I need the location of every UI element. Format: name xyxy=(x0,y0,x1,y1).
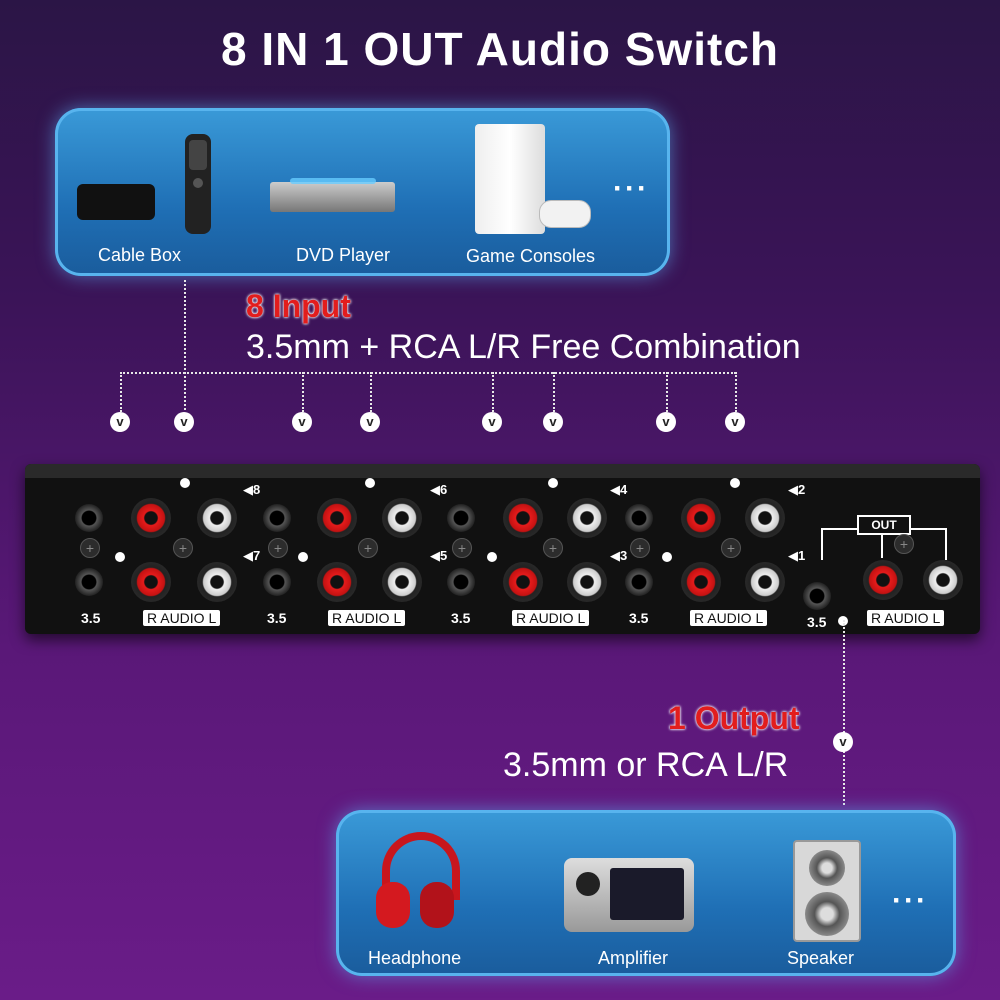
chevron-down-icon: v xyxy=(482,412,502,432)
speaker-label: Speaker xyxy=(787,948,855,968)
port-number-6: ◀6 xyxy=(430,482,448,497)
chevron-down-icon: v xyxy=(174,412,194,432)
jack-3-5mm-4 xyxy=(447,504,475,532)
screw-icon: + xyxy=(452,538,472,558)
port-number-2: ◀2 xyxy=(788,482,806,497)
rca-l-8 xyxy=(197,498,237,538)
screw-icon: + xyxy=(80,538,100,558)
input-combination-text: 3.5mm + RCA L/R Free Combination xyxy=(246,328,801,366)
more-outputs-ellipsis: ··· xyxy=(892,884,928,917)
more-inputs-ellipsis: ··· xyxy=(613,172,649,205)
game-consoles-label: Game Consoles xyxy=(466,246,596,266)
rca-l-7 xyxy=(197,562,237,602)
out-label: OUT xyxy=(857,515,911,535)
chevron-down-icon: v xyxy=(833,732,853,752)
jack-3-5mm-5 xyxy=(263,568,291,596)
input-bus-line xyxy=(120,372,736,374)
rca-l-3 xyxy=(567,562,607,602)
port-number-8: ◀8 xyxy=(243,482,261,497)
rca-label: R AUDIO L xyxy=(143,610,221,626)
chevron-down-icon: v xyxy=(656,412,676,432)
rca-l-2 xyxy=(745,498,785,538)
jack-label: 3.5 xyxy=(267,610,287,626)
rca-r-7 xyxy=(131,562,171,602)
rca-r-3 xyxy=(503,562,543,602)
speaker-image xyxy=(793,840,861,942)
screw-icon: + xyxy=(358,538,378,558)
rca-r-5 xyxy=(317,562,357,602)
output-jack-label: 3.5 xyxy=(807,614,827,630)
output-connector-line xyxy=(843,620,845,805)
input-count-headline: 8 Input xyxy=(246,288,351,324)
jack-label: 3.5 xyxy=(451,610,471,626)
jack-3-5mm-7 xyxy=(75,568,103,596)
output-devices-panel: Headphone Amplifier Speaker ··· xyxy=(336,810,956,976)
amplifier-label: Amplifier xyxy=(598,948,669,968)
rca-l-1 xyxy=(745,562,785,602)
dvd-player-label: DVD Player xyxy=(296,245,391,265)
port-number-7: ◀7 xyxy=(243,548,261,563)
game-console-image xyxy=(475,124,545,234)
rca-label: R AUDIO L xyxy=(512,610,590,626)
screw-icon: + xyxy=(630,538,650,558)
rca-l-4 xyxy=(567,498,607,538)
rca-label: R AUDIO L xyxy=(328,610,406,626)
chevron-down-icon: v xyxy=(110,412,130,432)
output-rca-l xyxy=(923,560,963,600)
audio-switch-device: + 3.5 + R AUDIO L ◀8 ◀7 + 3.5 + R AUDIO … xyxy=(25,464,980,634)
chevron-down-icon: v xyxy=(725,412,745,432)
input-devices-panel: Cable Box DVD Player Game Consoles ··· xyxy=(55,108,670,276)
output-rca-r xyxy=(863,560,903,600)
screw-icon: + xyxy=(721,538,741,558)
chevron-down-icon: v xyxy=(292,412,312,432)
headphone-image xyxy=(376,832,460,932)
rca-r-2 xyxy=(681,498,721,538)
jack-label: 3.5 xyxy=(81,610,101,626)
headphone-label: Headphone xyxy=(368,948,462,968)
output-count-headline: 1 Output xyxy=(668,700,800,736)
jack-3-5mm-3 xyxy=(447,568,475,596)
output-format-text: 3.5mm or RCA L/R xyxy=(503,746,789,784)
output-jack-3-5mm xyxy=(803,582,831,610)
rca-r-1 xyxy=(681,562,721,602)
jack-3-5mm-1 xyxy=(625,568,653,596)
rca-label: R AUDIO L xyxy=(690,610,768,626)
port-number-1: ◀1 xyxy=(788,548,806,563)
input-connector-line xyxy=(184,280,186,410)
cable-box-label: Cable Box xyxy=(98,245,182,265)
chevron-down-icon: v xyxy=(360,412,380,432)
page-title: 8 IN 1 OUT Audio Switch xyxy=(221,23,779,75)
jack-3-5mm-2 xyxy=(625,504,653,532)
rca-r-8 xyxy=(131,498,171,538)
screw-icon: + xyxy=(543,538,563,558)
dvd-player-image xyxy=(270,178,395,212)
output-rca-label: R AUDIO L xyxy=(867,610,945,626)
jack-label: 3.5 xyxy=(629,610,649,626)
jack-3-5mm-8 xyxy=(75,504,103,532)
port-number-5: ◀5 xyxy=(430,548,448,563)
screw-icon: + xyxy=(894,534,914,554)
rca-r-6 xyxy=(317,498,357,538)
jack-3-5mm-6 xyxy=(263,504,291,532)
amplifier-image xyxy=(564,858,694,932)
port-number-4: ◀4 xyxy=(610,482,628,497)
chevron-down-icon: v xyxy=(543,412,563,432)
screw-icon: + xyxy=(268,538,288,558)
cable-box-image xyxy=(77,128,211,238)
rca-r-4 xyxy=(503,498,543,538)
port-number-3: ◀3 xyxy=(610,548,628,563)
rca-l-6 xyxy=(382,498,422,538)
rca-l-5 xyxy=(382,562,422,602)
gamepad-image xyxy=(539,200,591,228)
screw-icon: + xyxy=(173,538,193,558)
